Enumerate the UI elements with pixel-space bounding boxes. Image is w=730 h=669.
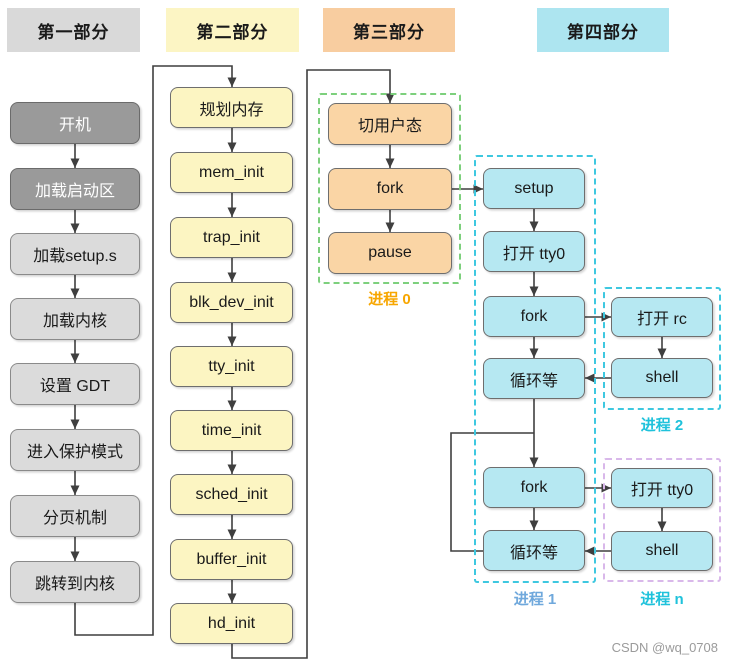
box-fork-1: fork [483, 296, 585, 337]
box-shell-p2: shell [611, 358, 713, 398]
process-n-group [603, 458, 721, 582]
header-part3: 第三部分 [323, 8, 455, 52]
header-part4: 第四部分 [537, 8, 669, 52]
box-setup: setup [483, 168, 585, 209]
process-n-label: 进程 n [640, 591, 684, 608]
box-load-setup-s: 加载setup.s [10, 233, 140, 275]
box-trap-init: trap_init [170, 217, 293, 258]
box-loop-wait-1: 循环等 [483, 358, 585, 399]
box-blk-dev-init: blk_dev_init [170, 282, 293, 323]
box-pause: pause [328, 232, 452, 274]
box-plan-memory: 规划内存 [170, 87, 293, 128]
box-hd-init: hd_init [170, 603, 293, 644]
box-switch-user-mode: 切用户态 [328, 103, 452, 145]
box-shell-pn: shell [611, 531, 713, 571]
box-open-tty0-pn: 打开 tty0 [611, 468, 713, 508]
box-set-gdt: 设置 GDT [10, 363, 140, 405]
box-open-rc: 打开 rc [611, 297, 713, 337]
box-buffer-init: buffer_init [170, 539, 293, 580]
header-part2: 第二部分 [166, 8, 299, 52]
box-enter-protected-mode: 进入保护模式 [10, 429, 140, 471]
box-paging: 分页机制 [10, 495, 140, 537]
box-fork-2: fork [483, 467, 585, 508]
box-sched-init: sched_init [170, 474, 293, 515]
box-time-init: time_init [170, 410, 293, 451]
box-jump-to-kernel: 跳转到内核 [10, 561, 140, 603]
process-1-group [474, 155, 596, 583]
process-0-group [318, 93, 461, 284]
process-0-label: 进程 0 [368, 291, 411, 308]
box-mem-init: mem_init [170, 152, 293, 193]
box-open-tty0: 打开 tty0 [483, 231, 585, 272]
header-part1: 第一部分 [7, 8, 140, 52]
watermark: CSDN @wq_0708 [611, 640, 718, 655]
process-2-label: 进程 2 [640, 417, 684, 434]
process-2-group [603, 287, 721, 410]
box-load-kernel: 加载内核 [10, 298, 140, 340]
box-tty-init: tty_init [170, 346, 293, 387]
box-loop-wait-2: 循环等 [483, 530, 585, 571]
box-fork-p0: fork [328, 168, 452, 210]
process-1-label: 进程 1 [513, 591, 557, 608]
box-power-on: 开机 [10, 102, 140, 144]
box-load-bootsector: 加载启动区 [10, 168, 140, 210]
